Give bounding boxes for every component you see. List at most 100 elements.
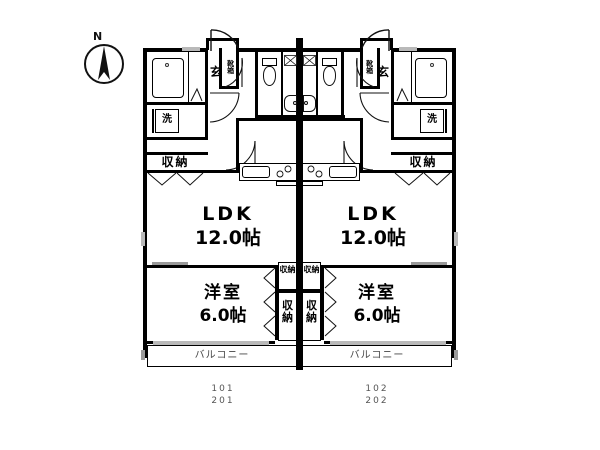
wall-washer-bottom-right: [391, 137, 456, 140]
kitchen-base-cabinet-left: [276, 181, 297, 186]
washbasin-faucet-left: [293, 101, 297, 105]
wall-bath-left-right: [391, 48, 394, 105]
window-bedroom-side-left-2: [141, 350, 145, 360]
closet-large-box-left: [278, 292, 297, 341]
entry-inner-door-icon-right: [356, 57, 375, 88]
wall-entry-recess-left-1: [206, 38, 209, 50]
wall-bath-bottom-right: [391, 102, 456, 105]
wall-hall-right-bottom: [360, 86, 380, 89]
window-ldk-right: [411, 262, 447, 265]
closet-door-marks-center-right: [324, 267, 337, 337]
entrance-label-left: 玄: [209, 65, 222, 79]
wall-closet-upper-top-left: [143, 152, 208, 155]
wall-toilet-bottom-right: [303, 115, 345, 118]
unit-number-right-2f: 202: [365, 396, 389, 406]
washer-pan-right: [445, 109, 447, 133]
washer-label: 洗: [162, 114, 172, 125]
wall-hall-top-left: [239, 118, 297, 121]
wall-hall-left-1: [219, 48, 222, 89]
bathtub-icon-right: [415, 58, 447, 98]
closet-large-label-left: 収納: [282, 299, 293, 324]
closet-upper-label-left: 収納: [161, 155, 190, 169]
wall-bedroom-top-right: [324, 265, 452, 268]
wall-toilet-bottom-left: [255, 115, 297, 118]
washer-icon-right: [420, 109, 444, 133]
entrance-door-swing-right-icon: [360, 29, 390, 52]
wall-entry-recess-right-2: [390, 38, 393, 50]
entry-inner-door-icon-left: [224, 57, 243, 88]
corridor-door-icon-left: [209, 92, 240, 123]
unit-number-left-1f: 101: [211, 384, 235, 394]
wall-entry-recess-left-2: [236, 38, 239, 50]
ldk-size-left: 12.0帖: [195, 227, 261, 249]
wall-toilet-left-2: [281, 48, 283, 118]
window-bedroom-side-right: [454, 232, 458, 246]
balcony-area-right: [302, 345, 452, 367]
window-bedroom-side-right-2: [454, 350, 458, 360]
toilet-bowl-icon-left: [263, 66, 276, 86]
closet-small-label-right: 収納: [303, 265, 320, 274]
wall-washer-right-left: [205, 105, 208, 140]
toilet-tank-icon-left: [262, 58, 277, 66]
wall-center-closet-split-right: [302, 289, 324, 292]
wall-shoebox-left: [236, 48, 239, 89]
entrance-door-swing-left-icon: [210, 29, 240, 52]
wall-hall-top-right: [302, 118, 360, 121]
wall-closet-upper-top-right: [391, 152, 456, 155]
vent-icon-left: [284, 55, 297, 66]
wall-entry-recess-right-top: [360, 38, 393, 41]
toilet-bowl-icon-right: [323, 66, 336, 86]
washer-icon: [155, 109, 179, 133]
entrance-label-right: 玄: [376, 65, 389, 79]
wall-exterior-right: [452, 48, 456, 358]
wall-exterior-left: [143, 48, 147, 358]
closet-folding-door-marks-right: [394, 173, 451, 186]
wall-center-closet-left: [275, 265, 278, 340]
wall-hall-right-1: [377, 48, 380, 89]
stove-burner-icon-right: [307, 165, 323, 178]
compass-north-label: N: [93, 30, 103, 43]
unit-number-left-2f: 201: [211, 396, 235, 406]
wall-washer-left-right: [391, 105, 394, 140]
wall-hall-ldk-right: [360, 118, 363, 170]
balcony-sliding-door-left: [153, 341, 269, 345]
closet-upper-label-right: 収納: [409, 155, 438, 169]
wall-bath-right-left: [205, 48, 208, 105]
wall-closet-upper-bottom-left: [143, 170, 208, 173]
wall-toilet-right-1: [341, 48, 344, 118]
bathtub-drain-icon-right: [430, 63, 434, 67]
wall-toilet-right-2: [316, 48, 318, 118]
toilet-tank-icon-right: [322, 58, 337, 66]
closet-folding-door-marks-left: [147, 173, 204, 186]
wall-center-closet-split-left: [275, 289, 297, 292]
unit-number-right-1f: 102: [365, 384, 389, 394]
corridor-door-icon-right: [359, 92, 390, 123]
wall-bath-inner-right: [411, 52, 412, 102]
wall-washer-bottom-left: [143, 137, 208, 140]
wall-closet-upper-bottom-right: [391, 170, 456, 173]
closet-door-marks-center-left: [263, 267, 276, 337]
shoebox-text-right: 靴箱: [365, 60, 374, 74]
wall-party-center: [296, 38, 303, 370]
bath-door-icon-right: [396, 87, 409, 102]
kitchen-sink-icon-right: [329, 166, 357, 178]
wall-bath-bottom-left: [143, 102, 208, 105]
wall-center-closet-right: [321, 265, 324, 340]
wall-top-left-a: [143, 48, 206, 52]
window-bedroom-side-left: [141, 232, 145, 246]
wall-shoebox-right: [360, 48, 363, 89]
wall-toilet-left-1: [255, 48, 258, 118]
wall-entry-recess-left-top: [206, 38, 239, 41]
balcony-label-right: バルコニー: [349, 350, 405, 361]
washbasin-faucet-right: [304, 101, 308, 105]
wall-entry-recess-right-1: [360, 38, 363, 50]
bathtub-drain-icon: [165, 63, 169, 67]
wall-top-right-b: [393, 48, 456, 52]
shoebox-label-left: 靴箱: [224, 60, 236, 76]
bedroom-size-left: 6.0帖: [199, 306, 247, 326]
wall-top-right-a: [299, 48, 361, 52]
ldk-size-right: 12.0帖: [340, 227, 406, 249]
balcony-label-left: バルコニー: [194, 350, 250, 361]
window-ldk-left: [152, 262, 188, 265]
